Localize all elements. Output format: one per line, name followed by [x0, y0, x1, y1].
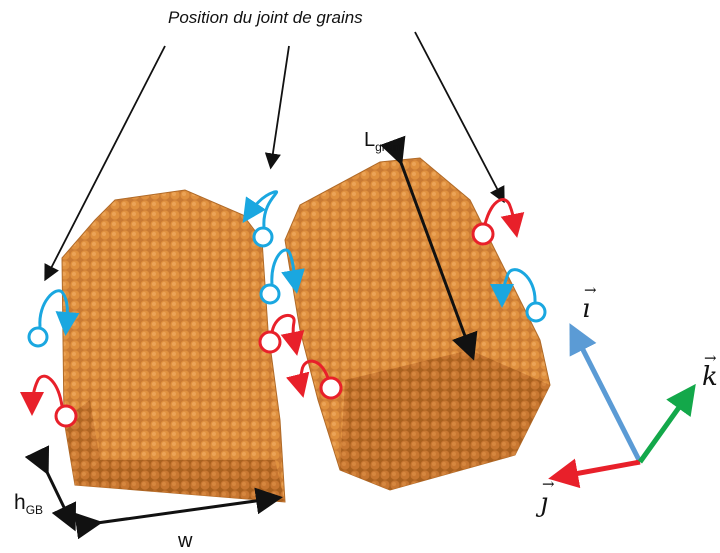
left-grain: [61, 189, 286, 503]
red-marker-2: [258, 313, 305, 356]
h-gb-label: hGB: [14, 491, 44, 518]
cyan-marker-3: [259, 248, 305, 305]
vector-j-label: →ȷ: [540, 475, 555, 518]
h-gb-arrow: [24, 445, 77, 532]
axis-i-arrow: [569, 323, 643, 464]
axis-k-arrow: [637, 383, 696, 464]
cyan-marker-4: [490, 268, 547, 323]
l-grain-arrow: [380, 135, 478, 361]
red-marker-1: [20, 374, 78, 428]
vector-k-label: →k: [702, 349, 718, 392]
red-rotation-markers: [20, 198, 525, 428]
coordinate-axes: [548, 323, 696, 489]
title-pointer-arrows: [44, 31, 505, 282]
red-marker-3: [285, 359, 343, 400]
l-grain-label: Lgrain: [364, 129, 402, 154]
red-marker-4: [471, 198, 525, 246]
vector-i-label: →ı: [582, 281, 597, 324]
axis-j-arrow: [548, 458, 641, 489]
w-arrow: [74, 487, 283, 540]
cyan-marker-2: [242, 190, 278, 248]
w-label: w: [178, 530, 193, 552]
cyan-rotation-markers: [27, 190, 547, 348]
grain-boundary-title: Position du joint de grains: [168, 8, 363, 27]
cyan-marker-1: [27, 289, 80, 348]
